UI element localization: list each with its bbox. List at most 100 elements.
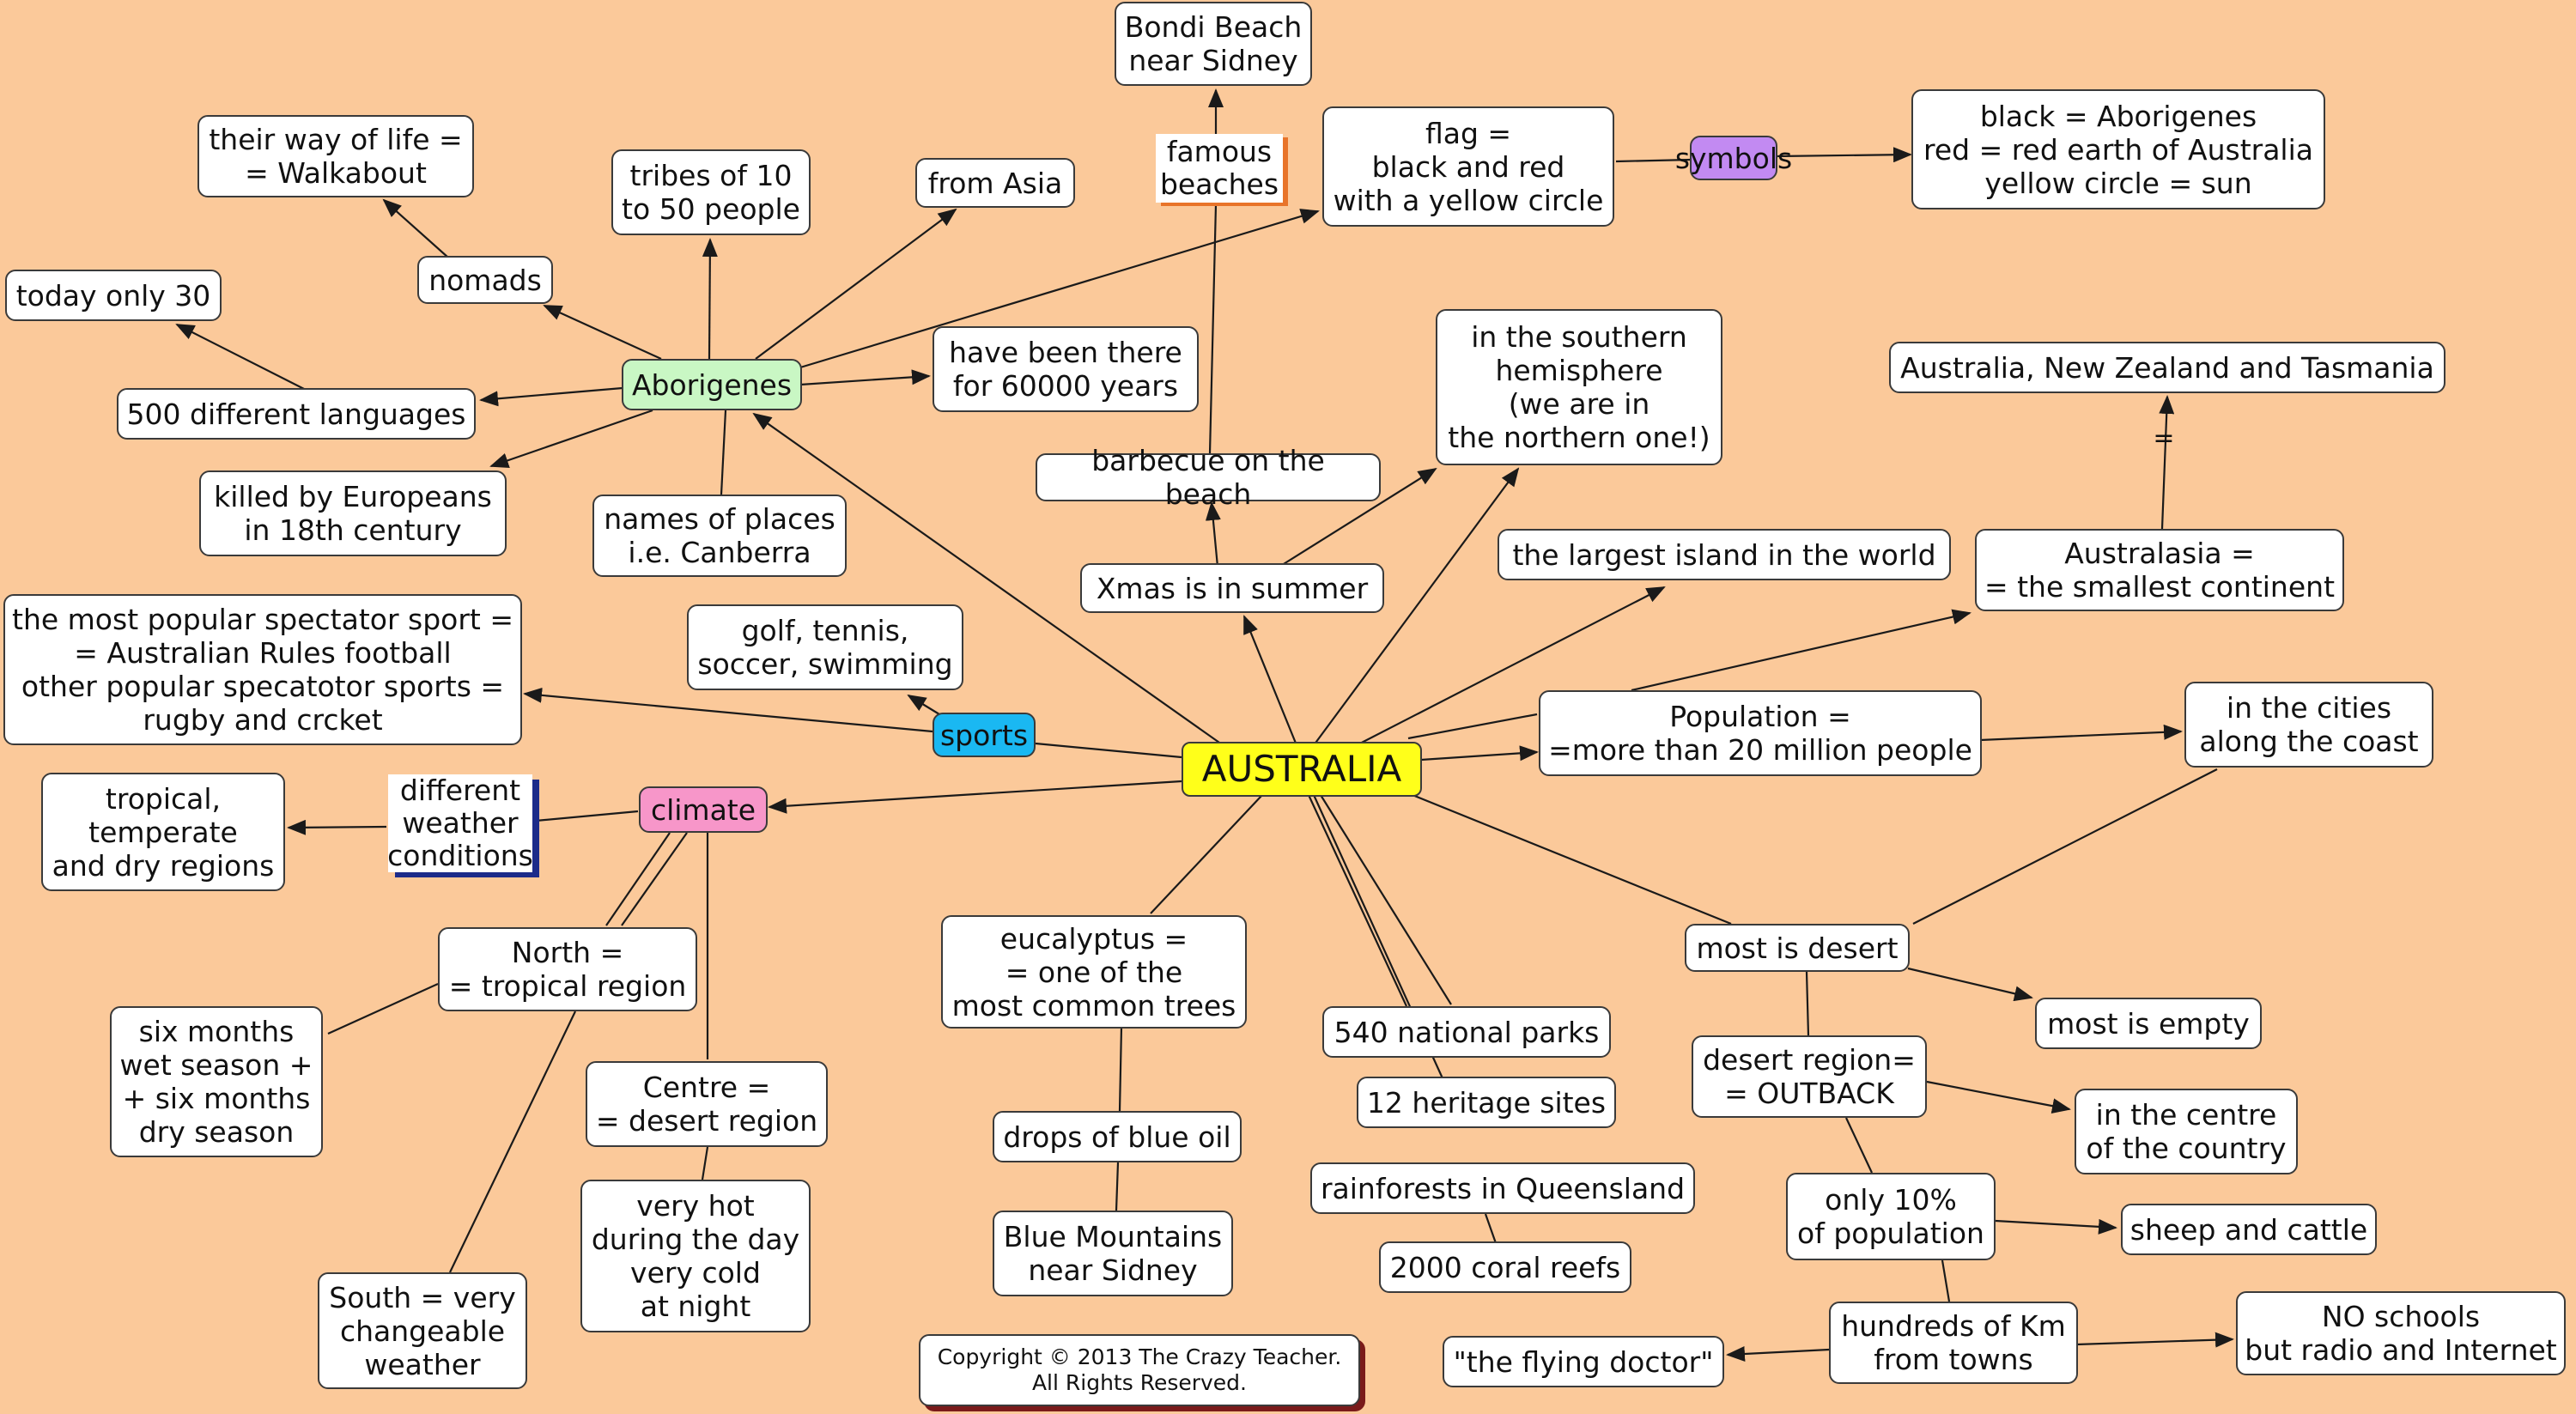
edge-climate-north-1 [605, 832, 671, 926]
edge-label-equals: = [2153, 423, 2174, 453]
node-flag: flag = black and red with a yellow circl… [1322, 106, 1614, 227]
edge-hundreds-doctor [1726, 1345, 1830, 1362]
edge-australasia-anz [2159, 395, 2175, 530]
edge-australia-rainforests [1320, 794, 1452, 1005]
node-doctor: "the flying doctor" [1443, 1336, 1724, 1387]
node-famous-beaches: famous beaches [1156, 134, 1283, 203]
node-climate: climate [639, 786, 768, 833]
edge-symbols-meaning [1776, 147, 1912, 163]
edge-australia-xmas [1242, 615, 1298, 746]
node-cities: in the cities along the coast [2184, 682, 2433, 768]
edge-aborigenes-flag [799, 209, 1320, 369]
node-languages: 500 different languages [117, 388, 476, 440]
node-bluemountains: Blue Mountains near Sidney [993, 1211, 1233, 1296]
edge-desert-outback [1805, 971, 1810, 1036]
node-today30: today only 30 [5, 270, 222, 321]
edge-desert-empty [1907, 967, 2033, 1002]
edge-aborigenes-nomads [543, 304, 662, 361]
node-noschools: NO schools but radio and Internet [2236, 1291, 2566, 1375]
node-walkabout: their way of life = = Walkabout [197, 115, 474, 197]
edge-australia-aborigenes [752, 412, 1229, 749]
edge-australia-desert [1407, 792, 1732, 925]
edge-north-south [449, 1010, 576, 1273]
edge-flag-symbols [1615, 158, 1692, 163]
edge-aborigenes-languages [479, 386, 623, 407]
edge-australia-climate [768, 780, 1182, 814]
node-tribes: tribes of 10 to 50 people [611, 149, 811, 235]
node-asia: from Asia [915, 158, 1075, 208]
edge-weather-tropical [287, 819, 387, 835]
node-north: North = = tropical region [438, 927, 697, 1011]
node-outback: desert region= = OUTBACK [1692, 1035, 1927, 1118]
node-tenpercent: only 10% of population [1786, 1173, 1996, 1260]
node-eucalyptus: eucalyptus = = one of the most common tr… [941, 915, 1247, 1029]
edge-australia-parks [1308, 794, 1407, 1007]
edge-tenpercent-sheep [1995, 1218, 2117, 1235]
node-south: South = very changeable weather [318, 1272, 527, 1389]
node-sheep: sheep and cattle [2121, 1204, 2377, 1255]
edge-climate-weather [535, 810, 639, 822]
edge-australia-southern [1313, 467, 1520, 746]
node-places: names of places i.e. Canberra [592, 495, 847, 577]
node-bondi: Bondi Beach near Sidney [1115, 2, 1312, 86]
node-golf: golf, tennis, soccer, swimming [687, 604, 963, 690]
node-xmas: Xmas is in summer [1080, 563, 1384, 613]
node-tropical: tropical, temperate and dry regions [41, 773, 285, 891]
node-barbecue: barbecue on the beach [1036, 444, 1381, 511]
node-veryhot: very hot during the day very cold at nig… [580, 1180, 811, 1332]
node-centre: Centre = = desert region [586, 1061, 828, 1147]
copyright-notice: Copyright © 2013 The Crazy Teacher. All … [919, 1334, 1360, 1406]
edge-sports-football [523, 687, 933, 733]
node-population: Population = =more than 20 million peopl… [1539, 690, 1982, 776]
edge-population-cities [1979, 724, 2183, 742]
edge-barbecue-famous [1208, 203, 1218, 454]
edge-rainforests-reefs [1484, 1213, 1498, 1244]
edge-centre-veryhot [701, 1146, 709, 1180]
node-rainforests: rainforests in Queensland [1310, 1162, 1695, 1214]
edge-aborigenes-years [799, 369, 931, 386]
node-weather-conditions: different weather conditions [387, 774, 533, 872]
edge-australia-australasia [1631, 609, 1971, 692]
edge-aborigenes-places [720, 410, 727, 495]
node-heritage: 12 heritage sites [1357, 1077, 1616, 1128]
node-empty: most is empty [2035, 998, 2262, 1049]
edge-xmas-southern [1279, 467, 1437, 567]
edge-australia-eucalyptus [1150, 794, 1263, 914]
node-sixmonths: six months wet season + + six months dry… [110, 1006, 323, 1157]
node-symbols: symbols [1675, 136, 1792, 180]
node-australasia: Australasia = = the smallest continent [1975, 529, 2344, 611]
node-killed: killed by Europeans in 18th century [199, 470, 507, 556]
edge-aborigenes-killed [489, 409, 653, 468]
edge-aborigenes-asia [755, 208, 957, 360]
edge-australia-sports [1035, 742, 1182, 759]
node-football: the most popular spectator sport = = Aus… [3, 594, 522, 745]
node-reefs: 2000 coral reefs [1379, 1241, 1631, 1293]
edge-australia-population [1407, 713, 1538, 740]
node-parks: 540 national parks [1322, 1006, 1611, 1058]
node-centrecountry: in the centre of the country [2075, 1089, 2298, 1174]
edge-nomads-walkabout [382, 198, 449, 258]
node-australia: AUSTRALIA [1182, 742, 1422, 797]
edge-xmas-barbecue [1205, 501, 1221, 567]
edge-climate-north-2 [621, 832, 688, 926]
edge-outback-tenpercent [1845, 1117, 1873, 1174]
node-aborigenes: Aborigenes [622, 359, 802, 410]
edge-outback-centrecountry [1926, 1080, 2071, 1114]
node-southern: in the southern hemisphere (we are in th… [1436, 309, 1722, 465]
node-sports: sports [933, 713, 1036, 757]
edge-eucalyptus-blueoil [1118, 1026, 1123, 1112]
edge-hundreds-noschools [2075, 1332, 2234, 1348]
node-nomads: nomads [417, 256, 553, 304]
edge-sports-golf [907, 694, 940, 715]
node-years: have been there for 60000 years [933, 326, 1199, 412]
edge-blueoil-bluemountains [1115, 1162, 1120, 1211]
node-symbols-meaning: black = Aborigenes red = red earth of Au… [1911, 89, 2325, 209]
edge-australia-population-arrow [1420, 745, 1539, 762]
edge-australia-largest [1352, 586, 1666, 748]
node-largest: the largest island in the world [1498, 529, 1951, 580]
edge-north-sixmonths [327, 982, 439, 1035]
edge-desert-cities [1912, 768, 2218, 925]
node-blueoil: drops of blue oil [993, 1111, 1242, 1162]
